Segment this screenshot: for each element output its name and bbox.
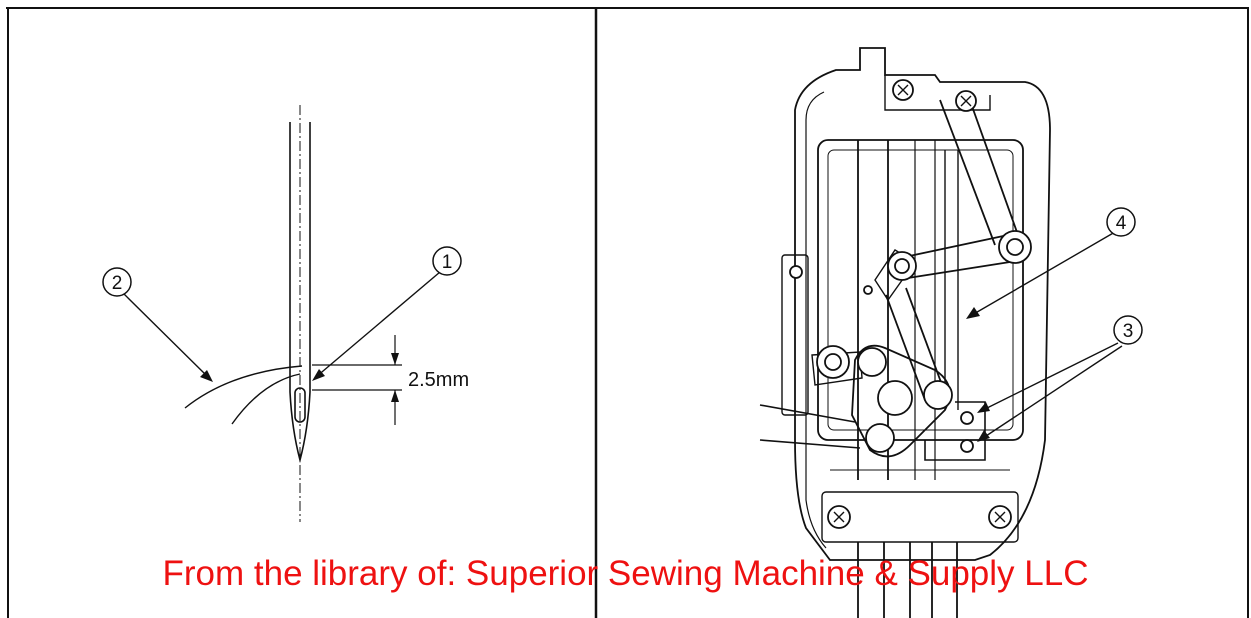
callout-label: 4 bbox=[1116, 213, 1127, 234]
small-hole bbox=[863, 285, 873, 295]
dimension-arrowhead-bottom bbox=[391, 390, 399, 402]
callout-2: 2 bbox=[102, 267, 132, 297]
callout-circle bbox=[1106, 207, 1136, 237]
callout-4: 4 bbox=[1106, 207, 1136, 237]
bolt-cross bbox=[960, 95, 972, 107]
plate-bolt-top bbox=[857, 347, 887, 377]
upper-link-2 bbox=[939, 99, 996, 246]
adjust-screw-lower bbox=[960, 439, 974, 453]
leader-arrowhead-1 bbox=[312, 369, 325, 381]
head-cap bbox=[884, 75, 991, 111]
machine-head-diagram bbox=[759, 47, 1051, 618]
callout-label: 3 bbox=[1123, 321, 1134, 342]
plate-bolt-right bbox=[923, 380, 953, 410]
callout-3: 3 bbox=[1113, 315, 1143, 345]
plate-bolt-bottom bbox=[865, 423, 895, 453]
head-inner-edge bbox=[805, 91, 827, 549]
cross-link-bottom bbox=[907, 261, 1011, 279]
upper-link bbox=[967, 94, 1019, 236]
needle-diagram bbox=[123, 105, 441, 522]
bolt-crosses bbox=[833, 84, 1006, 523]
leader-line-2 bbox=[123, 293, 208, 377]
extension-rod bbox=[759, 404, 861, 449]
leader-line-3a bbox=[982, 342, 1119, 411]
thread-line-lower bbox=[231, 373, 301, 425]
side-tab bbox=[781, 254, 809, 416]
thread-line bbox=[184, 365, 303, 409]
side-tab-screw bbox=[789, 265, 803, 279]
leader-line-3b bbox=[982, 345, 1123, 439]
bolt-cross bbox=[897, 84, 909, 96]
needle-shaft bbox=[289, 122, 311, 464]
head-outline bbox=[794, 47, 1051, 561]
lower-face-plate bbox=[821, 491, 1019, 543]
bolt-cross bbox=[833, 511, 845, 523]
bolt-cross bbox=[994, 511, 1006, 523]
diagonal-link-2 bbox=[905, 287, 946, 394]
cross-link-top bbox=[899, 234, 1009, 259]
machine-bolts bbox=[789, 79, 1032, 529]
right-leaders bbox=[966, 231, 1123, 442]
leader-arrowhead-3a bbox=[977, 402, 990, 413]
pivot-upper-right-inner bbox=[1006, 238, 1024, 256]
callout-1: 1 bbox=[432, 246, 462, 276]
dimension-arrowhead-top bbox=[391, 353, 399, 365]
face-cavity bbox=[817, 139, 1024, 441]
leader-arrowhead-3b bbox=[977, 430, 990, 442]
leader-arrowhead-2 bbox=[200, 370, 213, 382]
callout-label: 1 bbox=[442, 252, 453, 273]
diagonal-link bbox=[885, 294, 926, 401]
pivot-left-inner bbox=[824, 353, 842, 371]
callout-label: 2 bbox=[112, 273, 123, 294]
leader-arrowhead-4 bbox=[966, 307, 980, 319]
screw-bracket bbox=[924, 401, 986, 461]
pivot-crank-inner bbox=[894, 258, 910, 274]
figure-frame bbox=[6, 7, 1249, 618]
callout-circle bbox=[1113, 315, 1143, 345]
face-cavity-inner bbox=[827, 149, 1014, 431]
leader-line-4 bbox=[971, 231, 1116, 316]
callout-circle bbox=[432, 246, 462, 276]
callout-circle bbox=[102, 267, 132, 297]
needle-eye-outline bbox=[294, 387, 306, 423]
leader-line-1 bbox=[315, 271, 441, 378]
adjust-screw-upper bbox=[960, 411, 974, 425]
dimension-label: 2.5mm bbox=[408, 369, 469, 391]
plate-bolt-center bbox=[877, 380, 913, 416]
